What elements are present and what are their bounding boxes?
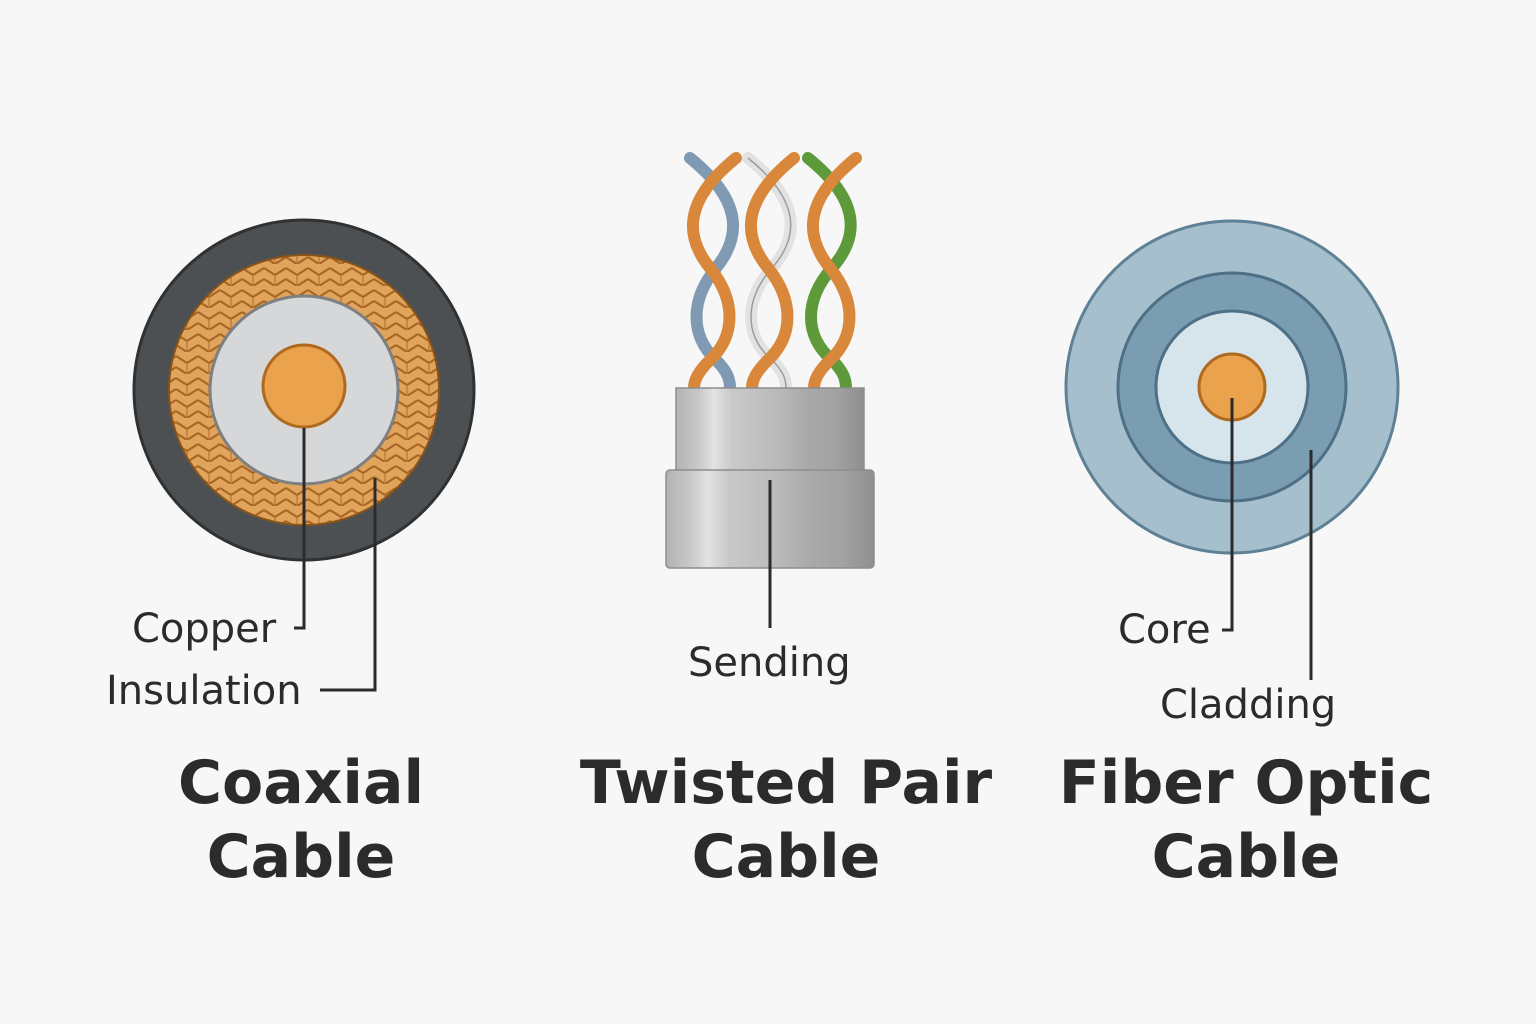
coax-leader-lines — [294, 428, 377, 692]
fiber-optic-title: Fiber Optic Cable — [986, 746, 1506, 894]
inner-sheath — [675, 387, 865, 473]
core-leader-line — [1222, 398, 1234, 632]
fiber-optic-cross-section — [1064, 219, 1400, 555]
twisted-pair-title-line-2: Cable — [691, 822, 881, 892]
twisted-pair-title-line-1: Twisted Pair — [579, 748, 993, 818]
fiber-optic-title-line-2: Cable — [1151, 822, 1341, 892]
wire-pair-green-orange — [802, 152, 862, 394]
fiber-optic-title-line-1: Fiber Optic — [1058, 748, 1434, 818]
core-label: Core — [1118, 607, 1211, 653]
cladding-label: Cladding — [1160, 682, 1337, 728]
insulation-leader-line — [320, 478, 377, 692]
coaxial-title-line-1: Coaxial — [177, 748, 425, 818]
insulation-label: Insulation — [106, 668, 302, 714]
sheath-label: Sending — [688, 640, 851, 686]
coax-copper-core — [261, 343, 347, 429]
coaxial-title-line-2: Cable — [206, 822, 396, 892]
coaxial-cross-section — [132, 218, 476, 562]
twisted-pair-title: Twisted Pair Cable — [526, 746, 1046, 894]
wire-pair-orange-blue — [684, 152, 742, 394]
wire-pair-orange-white — [742, 152, 800, 394]
copper-label: Copper — [132, 606, 277, 652]
fiber-leader-lines — [1222, 398, 1313, 680]
coaxial-title: Coaxial Cable — [41, 746, 561, 894]
twisted-pair-illustration — [665, 152, 875, 628]
copper-leader-line — [294, 428, 306, 630]
